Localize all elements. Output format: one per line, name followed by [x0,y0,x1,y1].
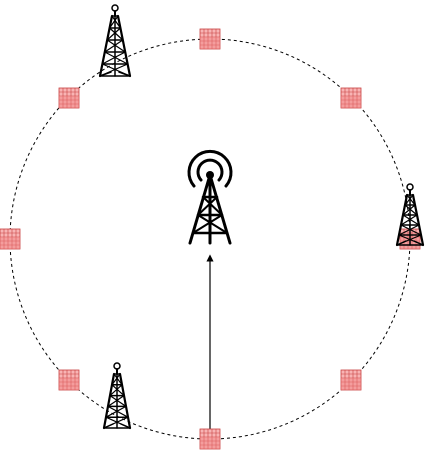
grid-block-icon [199,428,221,450]
grid-block-icon [58,369,80,391]
lattice-tower-icon [102,362,132,430]
grid-block-icon [58,87,80,109]
lattice-tower-icon [395,183,425,247]
lattice-tower-icon [98,4,132,78]
grid-block-icon [199,28,221,50]
grid-block-icon [340,87,362,109]
grid-block-icon [0,228,21,250]
grid-block-icon [340,369,362,391]
broadcast-tower-icon [187,149,233,245]
